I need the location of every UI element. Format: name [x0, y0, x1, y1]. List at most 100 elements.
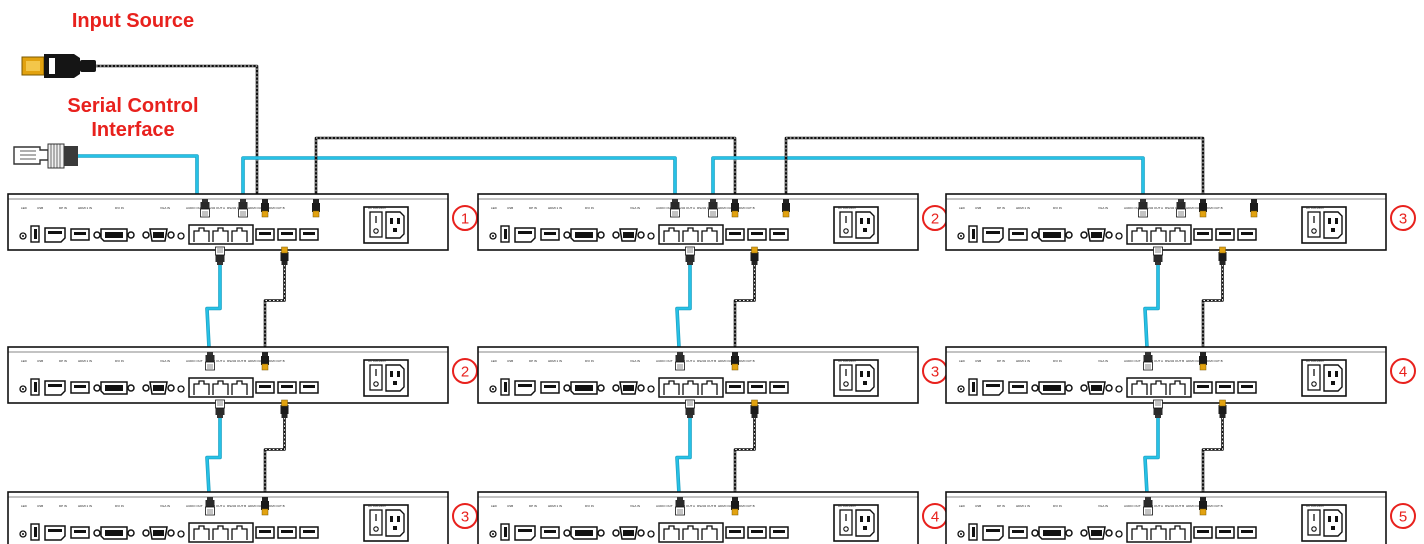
audio-out-port	[647, 530, 655, 538]
dp-port	[982, 227, 1004, 243]
vga-port	[1080, 228, 1113, 242]
hdmi-out-port	[277, 228, 297, 241]
panel-label: AUDIO OUT	[656, 359, 673, 363]
rs232-ports	[658, 224, 724, 245]
serial-control-label-line2: Interface	[91, 119, 175, 141]
hdmi-out-port	[725, 228, 745, 241]
panel-label: DP IN	[59, 504, 67, 508]
panel-label: RS232 OUT B	[1165, 504, 1184, 508]
hdmi-out-port	[1215, 381, 1235, 394]
hdmi-plug-icon	[260, 198, 270, 218]
audio-out-port	[177, 530, 185, 538]
panel-label: AC 100-240V	[838, 504, 856, 508]
serial-cable	[205, 395, 222, 513]
audio-out-port	[177, 232, 185, 240]
panel-label: RS232 OUT A	[676, 359, 695, 363]
vga-port	[612, 381, 645, 395]
serial-control-label-line1: Serial Control	[67, 95, 199, 117]
hdmi-plug-icon	[21, 54, 96, 78]
hdmi-out-port	[1193, 526, 1213, 539]
panel-label: VGA IN	[1098, 504, 1108, 508]
rs232-ports	[188, 224, 254, 245]
input-source-hdmi-connector	[21, 54, 96, 78]
hdmi-out-port	[255, 381, 275, 394]
panel-label: DVI IN	[115, 504, 124, 508]
usb-port	[500, 523, 510, 541]
rs232-ports	[188, 522, 254, 543]
panel-label: RS232 OUT A	[1144, 359, 1163, 363]
power-module	[1301, 206, 1347, 244]
hdmi-out-port	[277, 381, 297, 394]
hdmi-plug-icon	[730, 496, 740, 516]
panel-label: DP IN	[529, 504, 537, 508]
hdmi-out-port	[747, 526, 767, 539]
panel-label: AC 100-240V	[368, 206, 386, 210]
hdmi-out-port	[725, 526, 745, 539]
hdmi-out-port	[725, 381, 745, 394]
panel-label: LED	[491, 206, 498, 210]
dp-port	[514, 380, 536, 396]
panel-label: LED	[21, 504, 28, 508]
hdmi-cable	[1201, 395, 1224, 512]
hdmi-cable	[733, 395, 756, 512]
panel-label: LED	[959, 504, 966, 508]
panel-label: HDMI OUT A	[1186, 359, 1203, 363]
hdmi-out-port	[747, 381, 767, 394]
vga-port	[1080, 381, 1113, 395]
panel-label: DVI IN	[1053, 504, 1062, 508]
vga-port	[142, 526, 175, 540]
hdmi-plug-icon	[1249, 198, 1259, 218]
panel-label: HDMI 1 IN	[78, 206, 92, 210]
panel-label: VGA IN	[160, 359, 170, 363]
panel-label: HDMI OUT A	[1186, 206, 1203, 210]
dvi-port	[93, 381, 135, 395]
serial-cable	[675, 395, 692, 513]
panel-label: RS232 OUT B	[697, 206, 716, 210]
hdmi-plug-icon	[1198, 198, 1208, 218]
panel-label: AC 100-240V	[368, 504, 386, 508]
panel-label: DP IN	[997, 206, 1005, 210]
hdmi-in-port	[1008, 526, 1028, 539]
panel-label: USB	[507, 206, 513, 210]
serial-cable	[1143, 242, 1160, 368]
hdmi-out-port	[1237, 381, 1257, 394]
hdmi-out-port	[747, 228, 767, 241]
panel-label: RS232 OUT A	[206, 504, 225, 508]
serial-cable	[675, 242, 692, 368]
units: LED USB DP IN HDMI 1 IN DVI IN VGA IN AUDIO OU…	[7, 193, 1416, 544]
hdmi-plug-icon	[750, 399, 759, 419]
panel-label: DP IN	[59, 359, 67, 363]
audio-out-port	[647, 385, 655, 393]
rj45-plug-icon	[13, 143, 78, 169]
panel-label: RS232 OUT A	[206, 359, 225, 363]
usb-port	[500, 378, 510, 396]
dvi-port	[93, 228, 135, 242]
unit-number: 4	[931, 509, 939, 526]
ac-inlet-icon	[385, 364, 405, 392]
panel-label: RS232 OUT B	[1165, 206, 1184, 210]
panel-label: VGA IN	[630, 206, 640, 210]
panel-label: DP IN	[529, 359, 537, 363]
panel-label: HDMI OUT B	[1205, 504, 1223, 508]
dvi-port	[1031, 381, 1073, 395]
panel-label: HDMI 1 IN	[548, 206, 562, 210]
hdmi-in-port	[540, 228, 560, 241]
unit-number-badge: 3	[922, 358, 948, 384]
panel-label: HDMI 1 IN	[1016, 504, 1030, 508]
panel-label: USB	[975, 359, 981, 363]
power-module	[833, 206, 879, 244]
rs232-ports	[658, 377, 724, 398]
panel-label: LED	[21, 206, 28, 210]
panel-label: RS232 OUT B	[227, 206, 246, 210]
panel-label: AC 100-240V	[1306, 206, 1324, 210]
panel-label: AUDIO OUT	[656, 206, 673, 210]
hdmi-plug-icon	[1198, 351, 1208, 371]
hdmi-out-port	[1215, 526, 1235, 539]
panel-label: VGA IN	[160, 206, 170, 210]
panel-label: HDMI 1 IN	[1016, 359, 1030, 363]
power-module	[833, 359, 879, 397]
power-switch-icon	[369, 211, 383, 238]
